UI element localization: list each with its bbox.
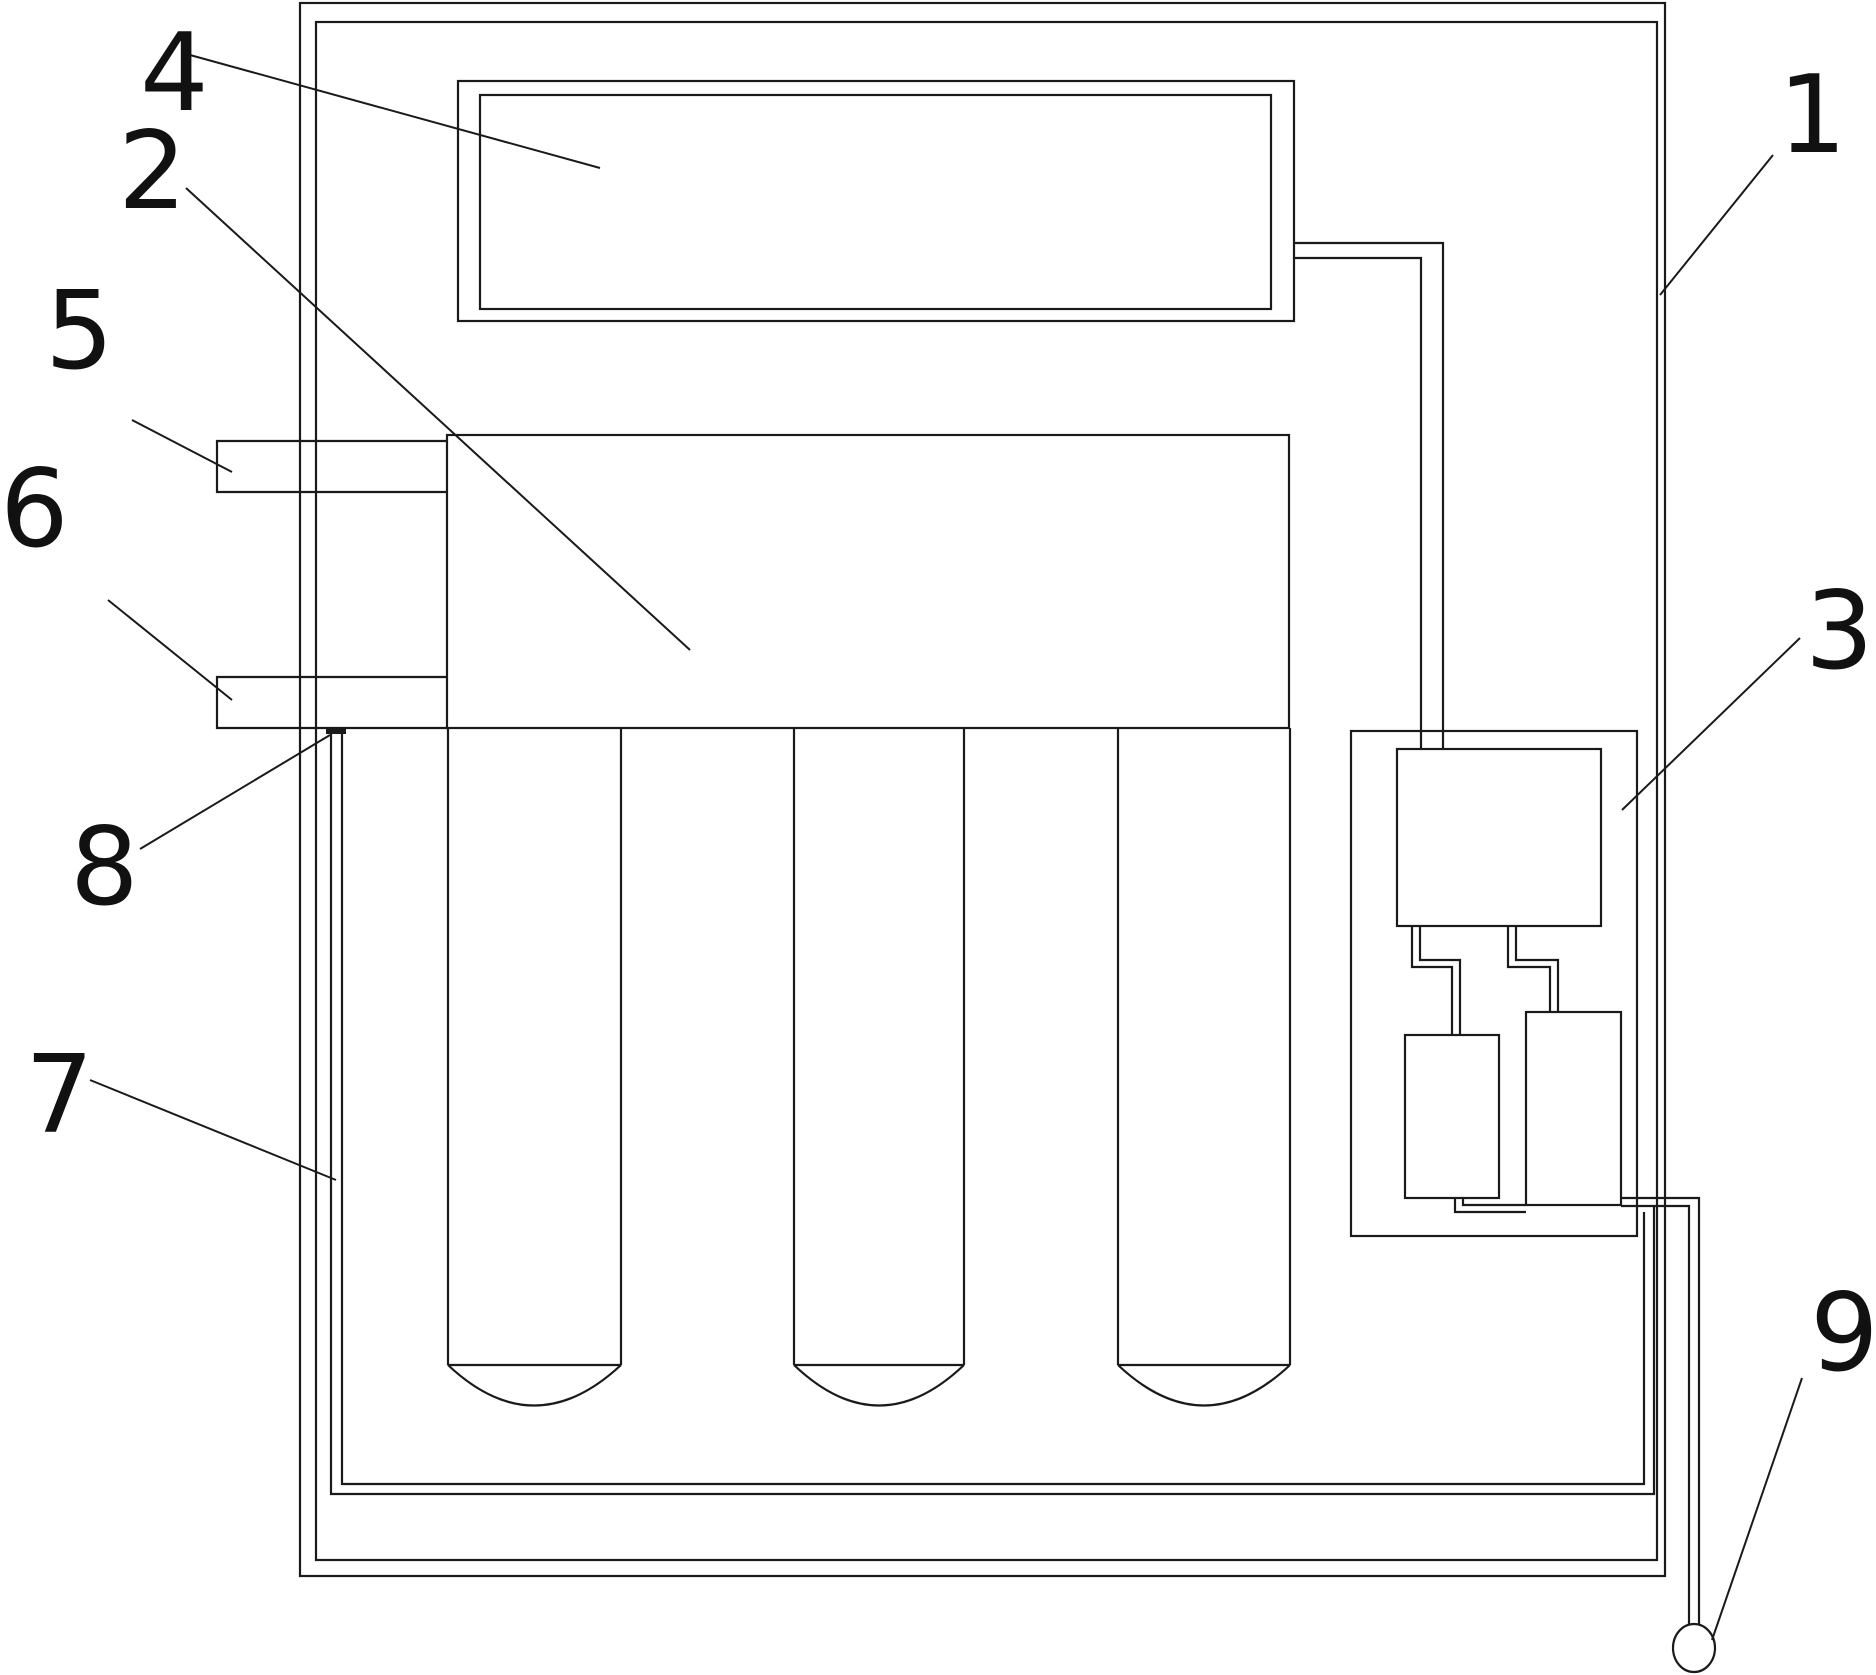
upper-side-pipe <box>215 439 447 494</box>
filter-cartridge-1 <box>446 728 623 1407</box>
top-panel <box>456 79 1296 323</box>
valve-point <box>326 728 346 734</box>
filter-cartridge-3 <box>1116 728 1292 1407</box>
filter-cartridge-2 <box>792 728 966 1407</box>
drain-pipe <box>329 731 1656 1496</box>
label-6: 6 <box>0 447 69 572</box>
outlet-nozzle <box>1671 1622 1717 1674</box>
control-box <box>1349 729 1639 1238</box>
lower-side-pipe <box>215 675 447 730</box>
filter-manifold <box>445 433 1291 730</box>
panel-pipe <box>1294 241 1445 750</box>
label-7: 7 <box>25 1033 94 1158</box>
label-8: 8 <box>70 805 139 930</box>
label-1: 1 <box>1778 53 1847 178</box>
outlet-pipe <box>1621 1196 1701 1640</box>
label-5: 5 <box>45 269 114 394</box>
label-4: 4 <box>140 11 209 136</box>
label-2: 2 <box>118 109 187 234</box>
leader-lines <box>89 54 1803 1641</box>
reference-labels: 1 2 3 4 5 6 7 8 9 <box>0 11 1876 1396</box>
label-3: 3 <box>1805 569 1874 694</box>
label-9: 9 <box>1810 1271 1876 1396</box>
housing <box>298 1 1667 1578</box>
